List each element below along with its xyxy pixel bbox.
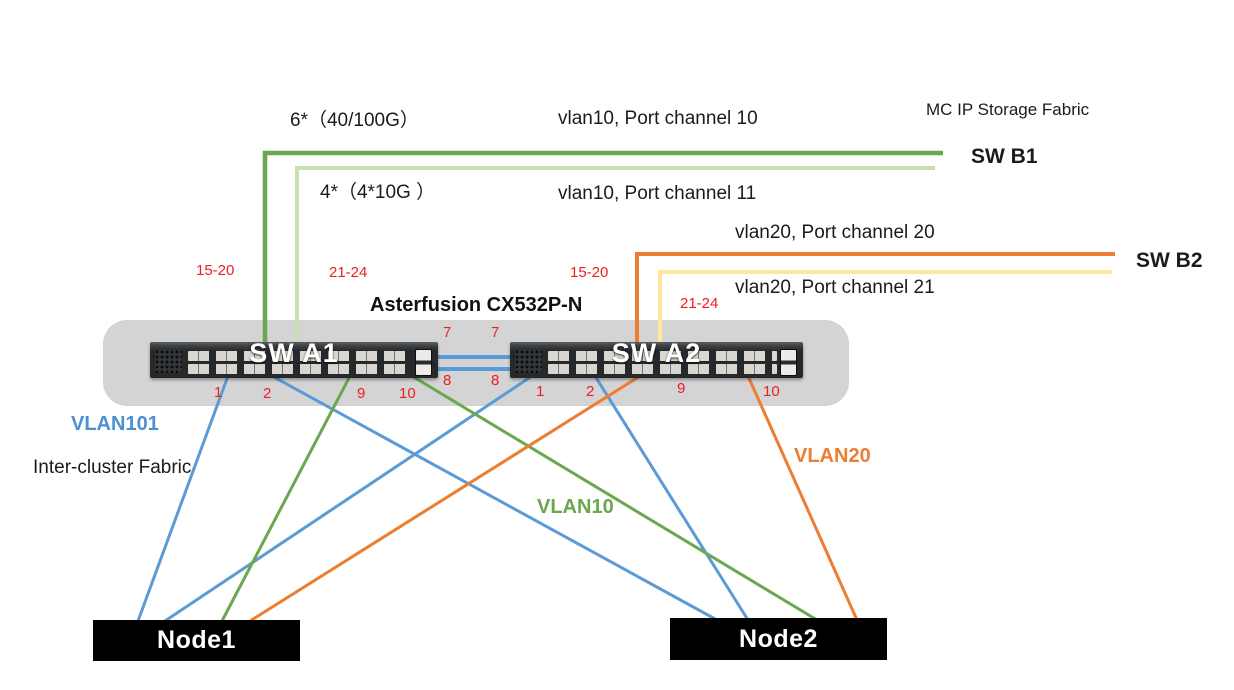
switch-port-row: [548, 364, 777, 374]
a1-port9-label: 9: [357, 385, 366, 402]
node2-box: Node2: [670, 618, 887, 660]
mc-ip-storage-fabric-label: MC IP Storage Fabric: [926, 100, 1090, 119]
switch-a2-label: SW A2: [611, 338, 702, 368]
vlan101-label: VLAN101: [71, 413, 159, 435]
switch-grille: [155, 350, 182, 373]
sw-b2-label: SW B2: [1136, 249, 1203, 272]
link-a2p9-node1: [249, 374, 641, 623]
sw-b1-label: SW B1: [971, 145, 1038, 168]
switch-mgmt-ports: [415, 349, 432, 376]
inter-cluster-fabric-label: Inter-cluster Fabric: [33, 457, 192, 478]
peer-port8-a1-label: 8: [443, 372, 452, 389]
switch-a1-label: SW A1: [249, 338, 339, 368]
a2-uplink-range1-label: 15-20: [570, 264, 609, 281]
uplink2-ports-label: 4*（4*10G ）: [320, 182, 436, 203]
a2-port10-label: 10: [763, 383, 780, 400]
link-port-channel-20: [635, 252, 1115, 350]
vlan20-label: VLAN20: [794, 445, 871, 467]
peer-port7-a2-label: 7: [491, 324, 500, 341]
link-a1p9-node1: [220, 375, 352, 622]
switch-port-row: [188, 364, 412, 374]
a2-port2-label: 2: [586, 383, 595, 400]
uplink1-channel-label: vlan10, Port channel 10: [558, 108, 758, 129]
switch-sw-a2: SW A2: [510, 338, 803, 378]
link-a2p10-node2: [746, 375, 859, 621]
link-a1p10-node2: [411, 374, 818, 622]
switch-model-title: Asterfusion CX532P-N: [370, 294, 583, 316]
link-port-channel-11: [295, 166, 935, 350]
switch-sw-a1: SW A1: [150, 338, 438, 378]
peer-port7-a1-label: 7: [443, 324, 452, 341]
a2-port1-label: 1: [536, 383, 545, 400]
link-a2p2-node2: [593, 375, 750, 621]
switch-mgmt-ports: [780, 349, 797, 376]
switch-port-row: [188, 351, 412, 361]
link-a2p1-node1: [164, 374, 533, 623]
link-port-channel-21: [658, 270, 1112, 350]
a1-port10-label: 10: [399, 385, 416, 402]
a1-uplink-range2-label: 21-24: [329, 264, 368, 281]
vlan10-label: VLAN10: [537, 496, 614, 518]
a1-port2-label: 2: [263, 385, 272, 402]
node1-box: Node1: [93, 620, 300, 661]
a2-port9-label: 9: [677, 380, 686, 397]
link-a1p1-node1: [136, 375, 230, 622]
uplink1-ports-label: 6*（40/100G）: [290, 110, 419, 131]
uplink4-channel-label: vlan20, Port channel 21: [735, 277, 935, 298]
uplink2-channel-label: vlan10, Port channel 11: [558, 183, 757, 204]
link-port-channel-10: [262, 150, 943, 350]
a1-uplink-range1-label: 15-20: [196, 262, 235, 279]
switch-port-row: [548, 351, 777, 361]
uplink3-channel-label: vlan20, Port channel 20: [735, 222, 935, 243]
link-a1p2-node2: [271, 374, 718, 622]
switch-grille: [515, 350, 542, 373]
a1-port1-label: 1: [214, 384, 223, 401]
peer-port8-a2-label: 8: [491, 372, 500, 389]
a2-uplink-range2-label: 21-24: [680, 295, 719, 312]
